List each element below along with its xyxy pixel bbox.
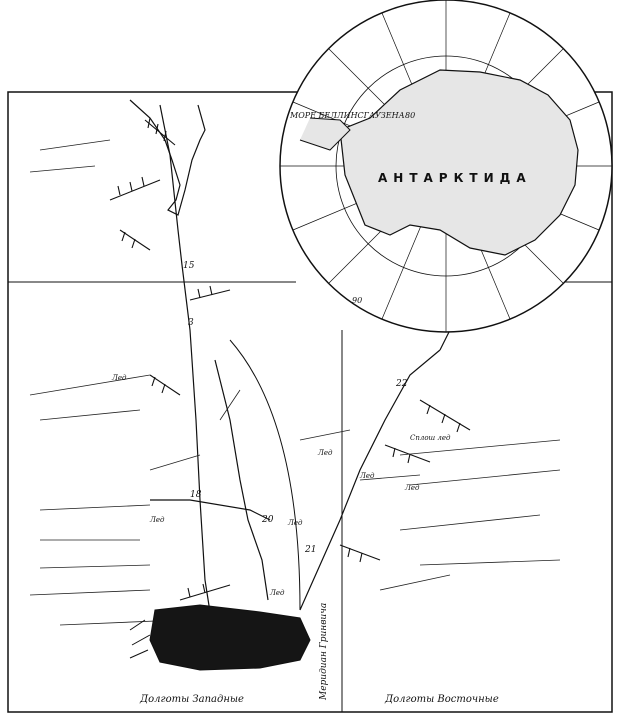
svg-text:3: 3 — [188, 318, 194, 328]
svg-text:Лед: Лед — [317, 449, 333, 457]
svg-text:15: 15 — [183, 261, 195, 271]
svg-text:Лед: Лед — [359, 472, 375, 480]
svg-text:Лед: Лед — [404, 484, 420, 492]
svg-text:22: 22 — [395, 379, 408, 389]
route-point-labels: 15 18 20 21 22 3 — [183, 261, 408, 555]
svg-text:Сплош лед: Сплош лед — [410, 434, 451, 442]
svg-text:Лед: Лед — [111, 374, 127, 382]
svg-text:Лед: Лед — [149, 516, 165, 524]
antarctica-inset: АНТАРКТИДА МОРЕ БЕЛЛИНСГАУЗЕНА 90 80 — [279, 0, 613, 333]
parallel-curve — [229, 339, 301, 611]
svg-text:Лед: Лед — [287, 519, 303, 527]
coastline-north — [129, 99, 206, 216]
expedition-routes — [150, 104, 501, 613]
inset-lat-label-2: 80 — [405, 111, 415, 120]
svg-text:21: 21 — [304, 545, 316, 555]
handwritten-notes — [29, 139, 561, 626]
ice-annotations: Лед Лед Лед Лед Сплош лед Лед Лед Лед — [111, 374, 451, 597]
svg-text:18: 18 — [190, 490, 202, 500]
ice-barrier — [129, 604, 311, 671]
continent-label: АНТАРКТИДА — [378, 171, 532, 185]
wind-arrows — [109, 117, 471, 601]
greenwich-label: Меридиан Гринвича — [319, 603, 329, 701]
svg-text:Лед: Лед — [269, 589, 285, 597]
inset-lat-label: 90 — [352, 296, 362, 305]
inset-sea-label: МОРЕ БЕЛЛИНСГАУЗЕНА — [289, 111, 405, 120]
longitude-east-label: Долготы Восточные — [384, 694, 499, 705]
svg-text:20: 20 — [261, 515, 274, 525]
longitude-west-label: Долготы Западные — [139, 694, 244, 705]
